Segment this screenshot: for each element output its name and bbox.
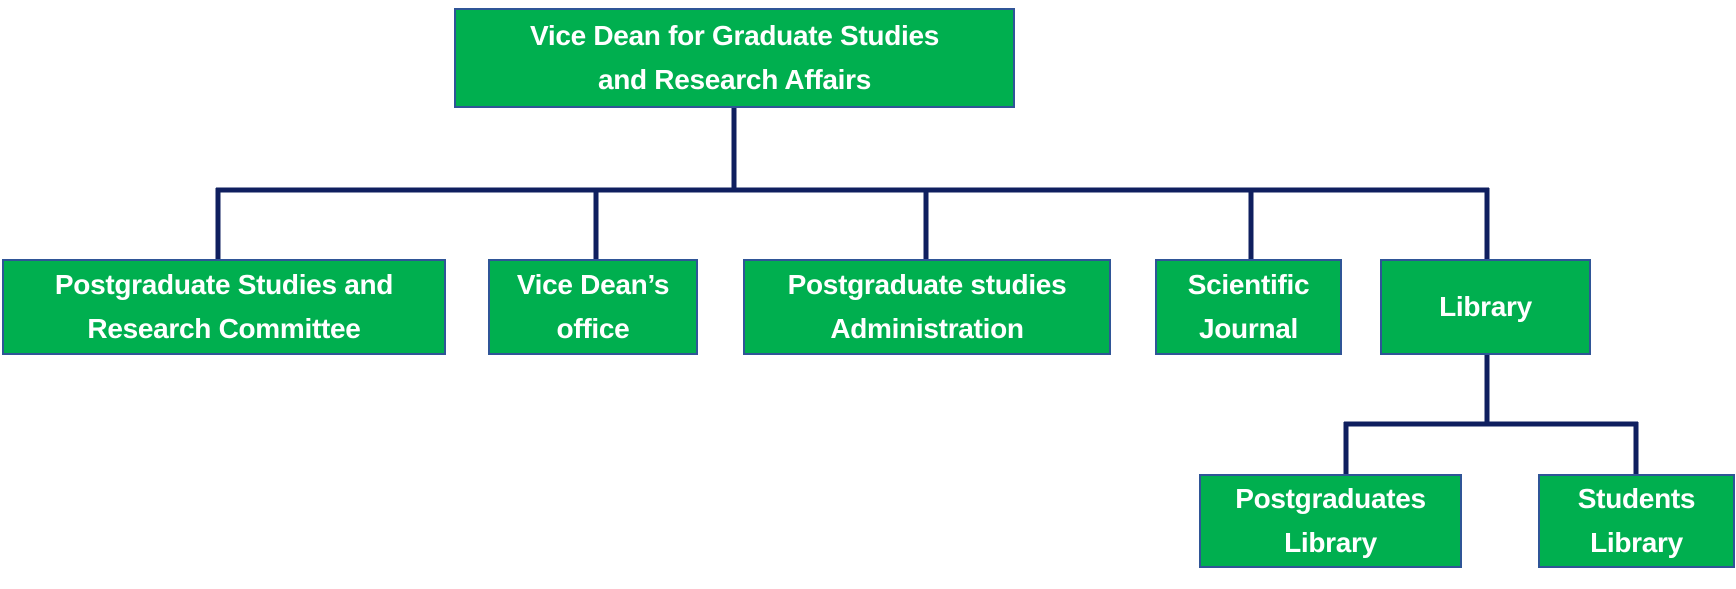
node-library: Library (1380, 259, 1591, 355)
node-label: Scientific Journal (1187, 269, 1310, 344)
node-postgraduate-administration: Postgraduate studies Administration (743, 259, 1111, 355)
node-label: Postgraduate studies Administration (787, 269, 1067, 344)
node-label: Students Library (1577, 483, 1696, 558)
node-label: Postgraduate Studies and Research Commit… (54, 269, 394, 344)
node-scientific-journal: Scientific Journal (1155, 259, 1342, 355)
node-label: Postgraduates Library (1235, 483, 1426, 558)
node-label: Vice Dean’s office (516, 269, 670, 344)
root-label: Vice Dean for Graduate Studies and Resea… (529, 20, 940, 95)
node-label: Library (1439, 291, 1532, 322)
node-vice-dean-office: Vice Dean’s office (488, 259, 698, 355)
node-postgraduates-library: Postgraduates Library (1199, 474, 1462, 568)
node-research-committee: Postgraduate Studies and Research Commit… (2, 259, 446, 355)
node-students-library: Students Library (1538, 474, 1735, 568)
root-node: Vice Dean for Graduate Studies and Resea… (454, 8, 1015, 108)
